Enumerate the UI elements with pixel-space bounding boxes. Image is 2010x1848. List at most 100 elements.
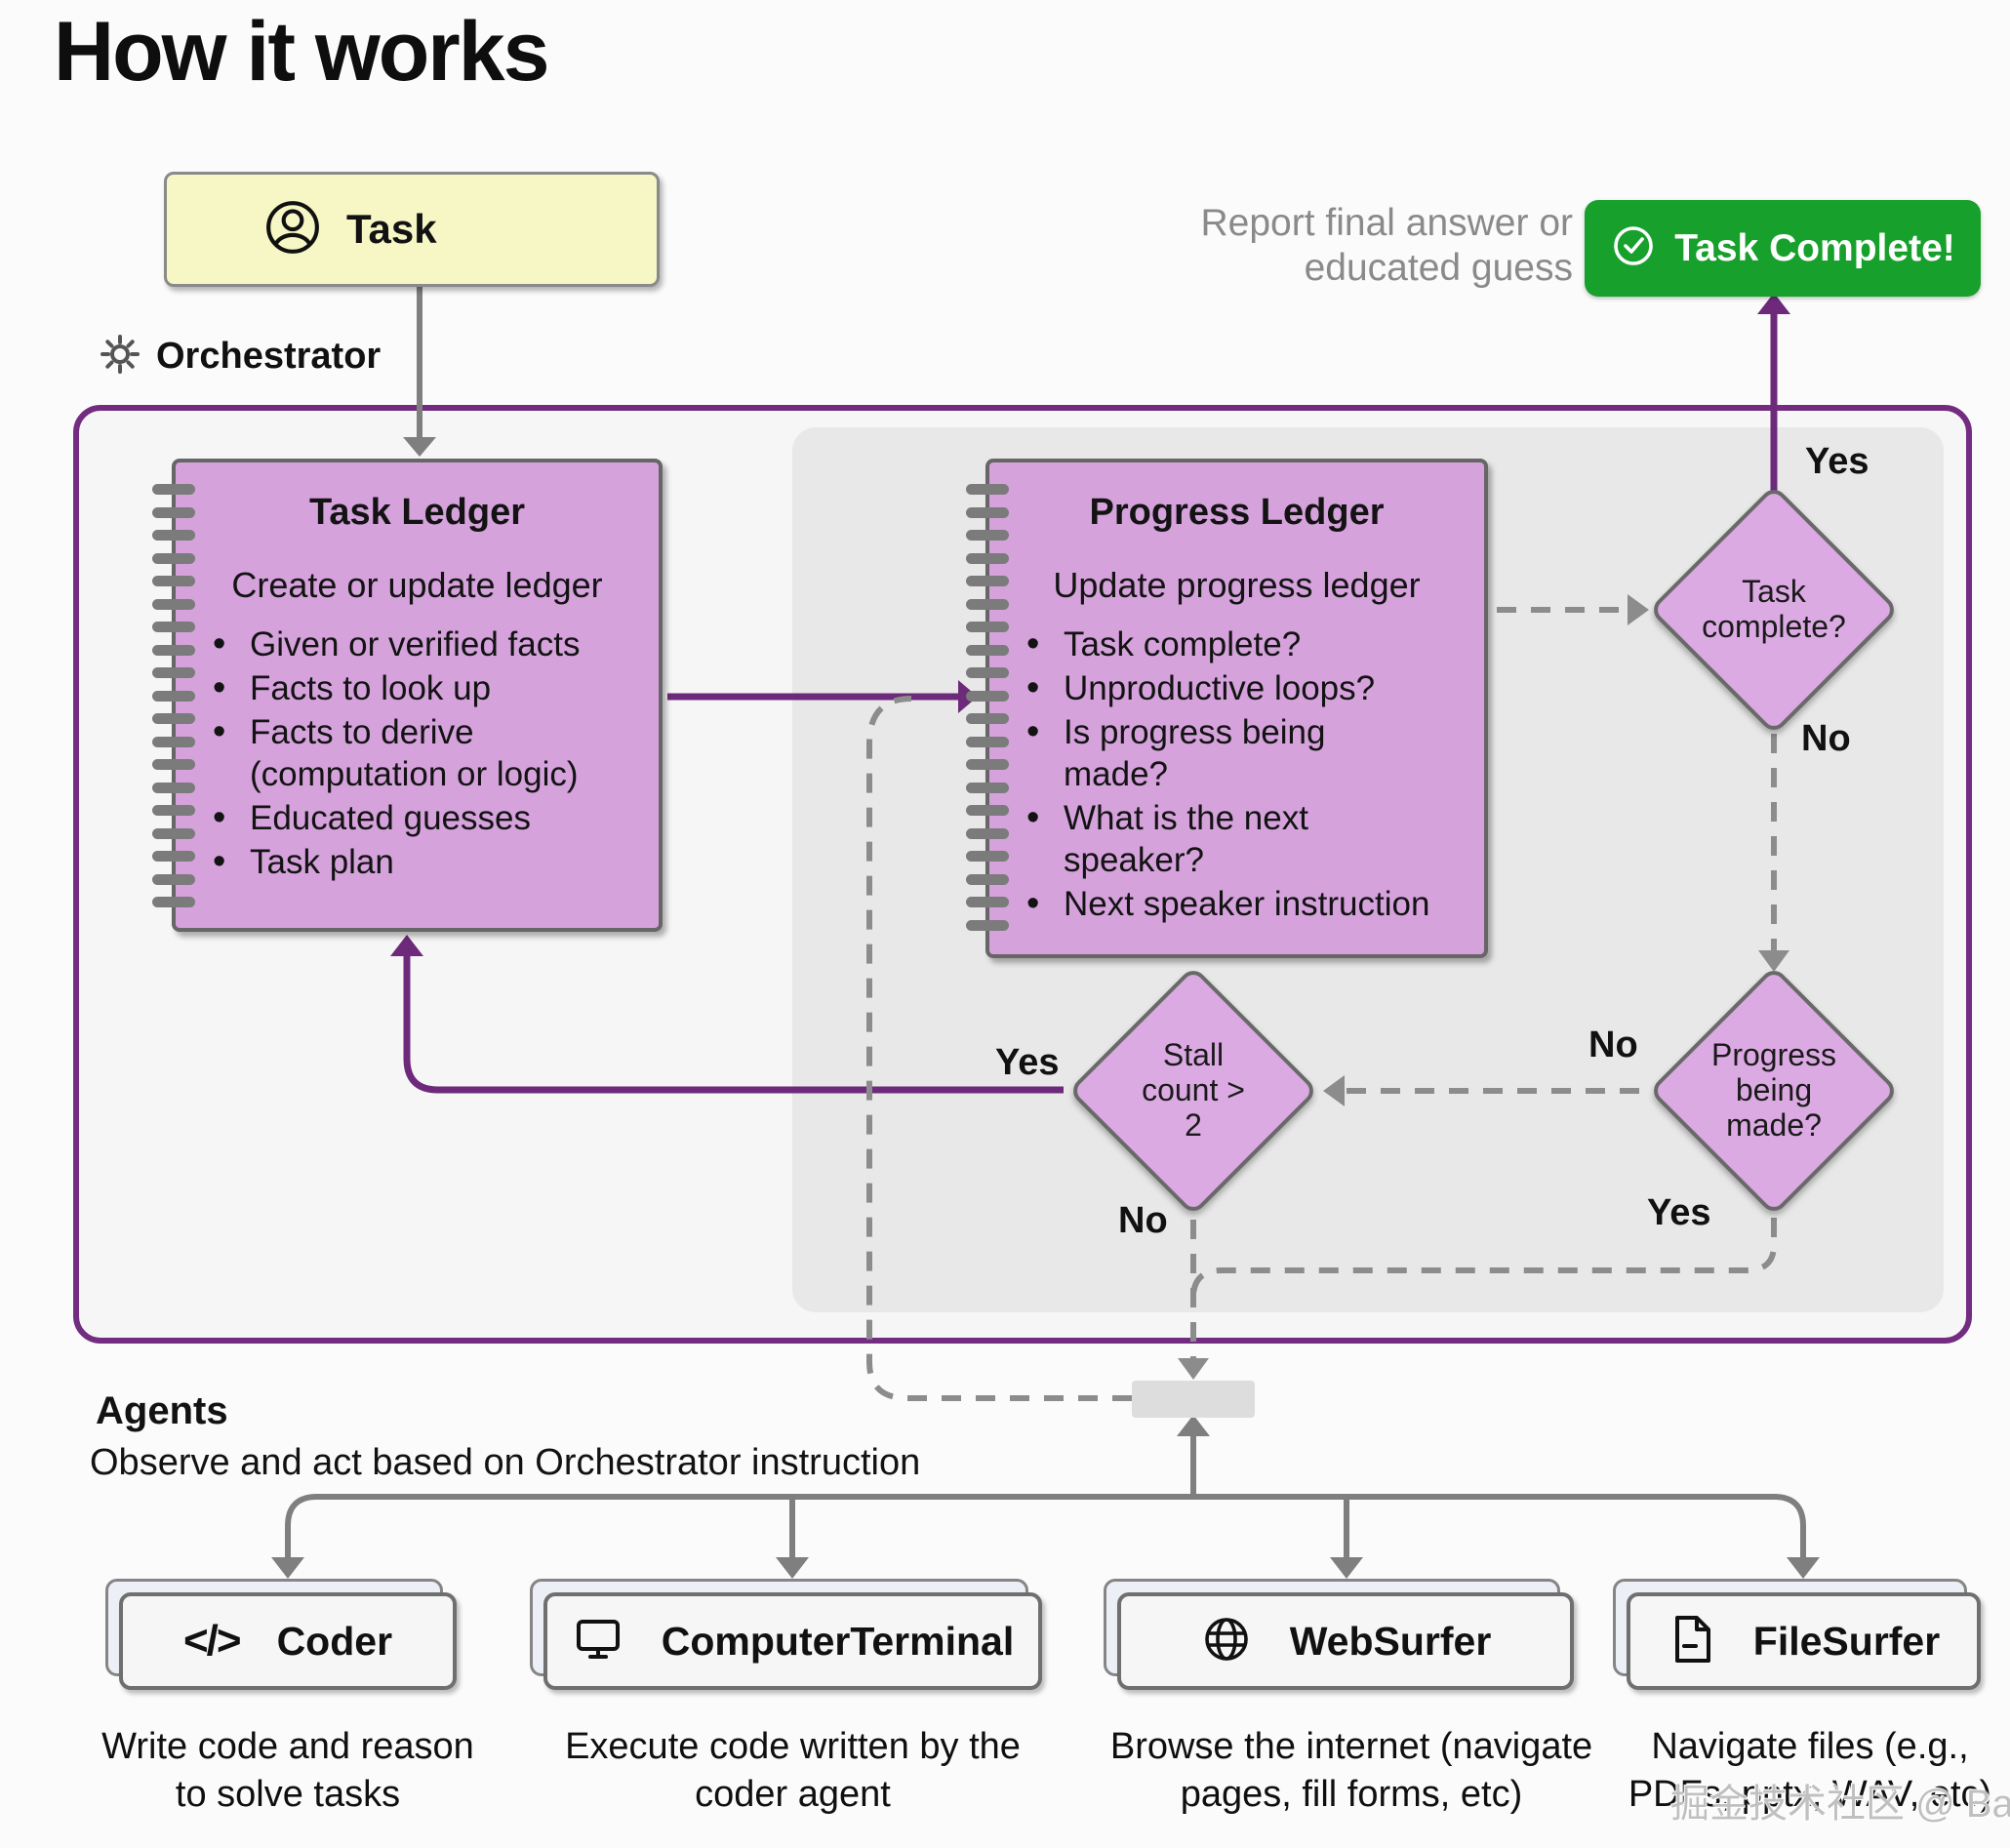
- binder-ring: [152, 897, 195, 907]
- orchestrator-label-text: Orchestrator: [156, 336, 382, 377]
- binder-ring: [966, 851, 1009, 862]
- binder-ring: [966, 919, 1009, 931]
- binder-ring: [152, 530, 195, 541]
- orchestrator-label: Orchestrator: [98, 332, 381, 382]
- binder-ring: [966, 506, 1009, 518]
- binder-ring: [966, 622, 1009, 632]
- decision-progress-being-made: Progress being made?: [1648, 965, 1900, 1217]
- binder-ring: [152, 552, 195, 564]
- decision-task-complete: Task complete?: [1648, 484, 1900, 736]
- agent-card-filesurfer: FileSurfer: [1613, 1579, 1981, 1690]
- list-item: Facts to look up: [203, 665, 645, 711]
- edge-label-no: No: [1801, 718, 1851, 759]
- user-icon: [264, 199, 321, 261]
- monitor-icon: [572, 1613, 624, 1670]
- page-title: How it works: [54, 5, 549, 99]
- decision-stall-count: Stall count > 2: [1067, 965, 1319, 1217]
- agent-name: ComputerTerminal: [661, 1618, 1015, 1664]
- edge-label-yes: Yes: [995, 1042, 1060, 1083]
- binder-ring: [966, 897, 1009, 907]
- task-node-label: Task: [346, 206, 437, 252]
- task-complete-badge: Task Complete!: [1585, 200, 1981, 297]
- binder-ring: [152, 506, 195, 518]
- agents-section-title: Agents: [96, 1389, 228, 1432]
- binder-ring: [966, 598, 1009, 610]
- globe-icon: [1200, 1613, 1253, 1670]
- edge-label-yes: Yes: [1647, 1192, 1711, 1233]
- binder-ring: [152, 598, 195, 610]
- edge-label-no: No: [1588, 1024, 1638, 1065]
- agent-card-coder: </> Coder: [105, 1579, 457, 1690]
- agent-card-computerterminal: ComputerTerminal: [530, 1579, 1042, 1690]
- binder-ring: [152, 644, 195, 656]
- task-ledger-intro: Create or update ledger: [231, 565, 603, 605]
- list-item: Task complete?: [1017, 622, 1470, 667]
- binder-ring: [152, 690, 195, 702]
- binder-ring: [152, 851, 195, 862]
- binder-ring: [152, 667, 195, 678]
- list-item: Next speaker instruction: [1017, 881, 1470, 927]
- agent-description: Execute code written by the coder agent: [565, 1726, 1021, 1815]
- agent-description: Browse the internet (navigate pages, fil…: [1109, 1726, 1593, 1815]
- list-item: Given or verified facts: [203, 622, 645, 667]
- edge-label-no: No: [1118, 1200, 1168, 1241]
- binder-ring: [152, 782, 195, 793]
- task-node: Task: [164, 172, 660, 287]
- file-icon: [1668, 1613, 1716, 1670]
- agent-description: Write code and reason to solve tasks: [101, 1726, 474, 1815]
- agent-bus-connector: [1132, 1381, 1255, 1418]
- binder-ring: [152, 827, 195, 839]
- binder-ring: [152, 805, 195, 816]
- binder-ring: [152, 484, 195, 495]
- task-ledger-list: Given or verified facts Facts to look up…: [176, 622, 659, 885]
- task-ledger-title: Task Ledger: [308, 492, 526, 533]
- report-final-answer-text: Report final answer or educated guess: [1200, 202, 1573, 290]
- agent-name: Coder: [276, 1618, 393, 1664]
- binder-ring: [966, 552, 1009, 564]
- binder-ring: [966, 667, 1009, 678]
- binder-ring: [966, 530, 1009, 541]
- binder-ring: [966, 736, 1009, 747]
- progress-ledger-intro: Update progress ledger: [1053, 565, 1421, 605]
- watermark-text: 掘金技术社区 @ Batistuta: [1670, 1783, 2010, 1826]
- list-item: What is the next speaker?: [1017, 795, 1470, 881]
- decision-progress-label: Progress being made?: [1710, 1037, 1837, 1143]
- binder-ring: [966, 782, 1009, 793]
- agent-description: Navigate files (e.g., PDFs, pptx, WAV, e…: [1628, 1726, 1992, 1815]
- agent-name: FileSurfer: [1752, 1618, 1941, 1664]
- gear-icon: [98, 332, 142, 382]
- check-circle-icon: [1610, 222, 1657, 274]
- task-complete-badge-label: Task Complete!: [1674, 226, 1955, 269]
- list-item: Task plan: [203, 839, 645, 885]
- list-item: Is progress being made?: [1017, 709, 1470, 795]
- progress-ledger-title: Progress Ledger: [1089, 492, 1385, 533]
- decision-stall-label: Stall count > 2: [1142, 1037, 1245, 1143]
- binder-ring: [966, 690, 1009, 702]
- binder-ring: [966, 759, 1009, 770]
- binder-ring: [966, 805, 1009, 816]
- list-item: Facts to derive (computation or logic): [203, 709, 645, 795]
- list-item: Educated guesses: [203, 795, 645, 841]
- binder-ring: [966, 484, 1009, 495]
- progress-ledger-node: Progress Ledger Update progress ledger T…: [966, 459, 1488, 958]
- agents-section-subtitle: Observe and act based on Orchestrator in…: [90, 1442, 921, 1483]
- decision-task-complete-label: Task complete?: [1702, 574, 1846, 644]
- edge-label-yes: Yes: [1805, 441, 1869, 482]
- binder-ring: [966, 644, 1009, 656]
- code-icon: </>: [182, 1617, 242, 1665]
- agent-card-websurfer: WebSurfer: [1104, 1579, 1574, 1690]
- binder-ring: [966, 713, 1009, 724]
- binder-ring: [152, 736, 195, 747]
- agent-name: WebSurfer: [1289, 1618, 1492, 1664]
- task-ledger-node: Task Ledger Create or update ledger Give…: [152, 459, 663, 932]
- binder-ring: [152, 759, 195, 770]
- binder-ring: [966, 827, 1009, 839]
- binder-ring: [152, 622, 195, 632]
- binder-ring: [152, 576, 195, 586]
- binder-ring: [966, 873, 1009, 885]
- progress-ledger-list: Task complete? Unproductive loops? Is pr…: [989, 622, 1484, 927]
- list-item: Unproductive loops?: [1017, 665, 1470, 711]
- binder-ring: [152, 713, 195, 724]
- binder-ring: [152, 873, 195, 885]
